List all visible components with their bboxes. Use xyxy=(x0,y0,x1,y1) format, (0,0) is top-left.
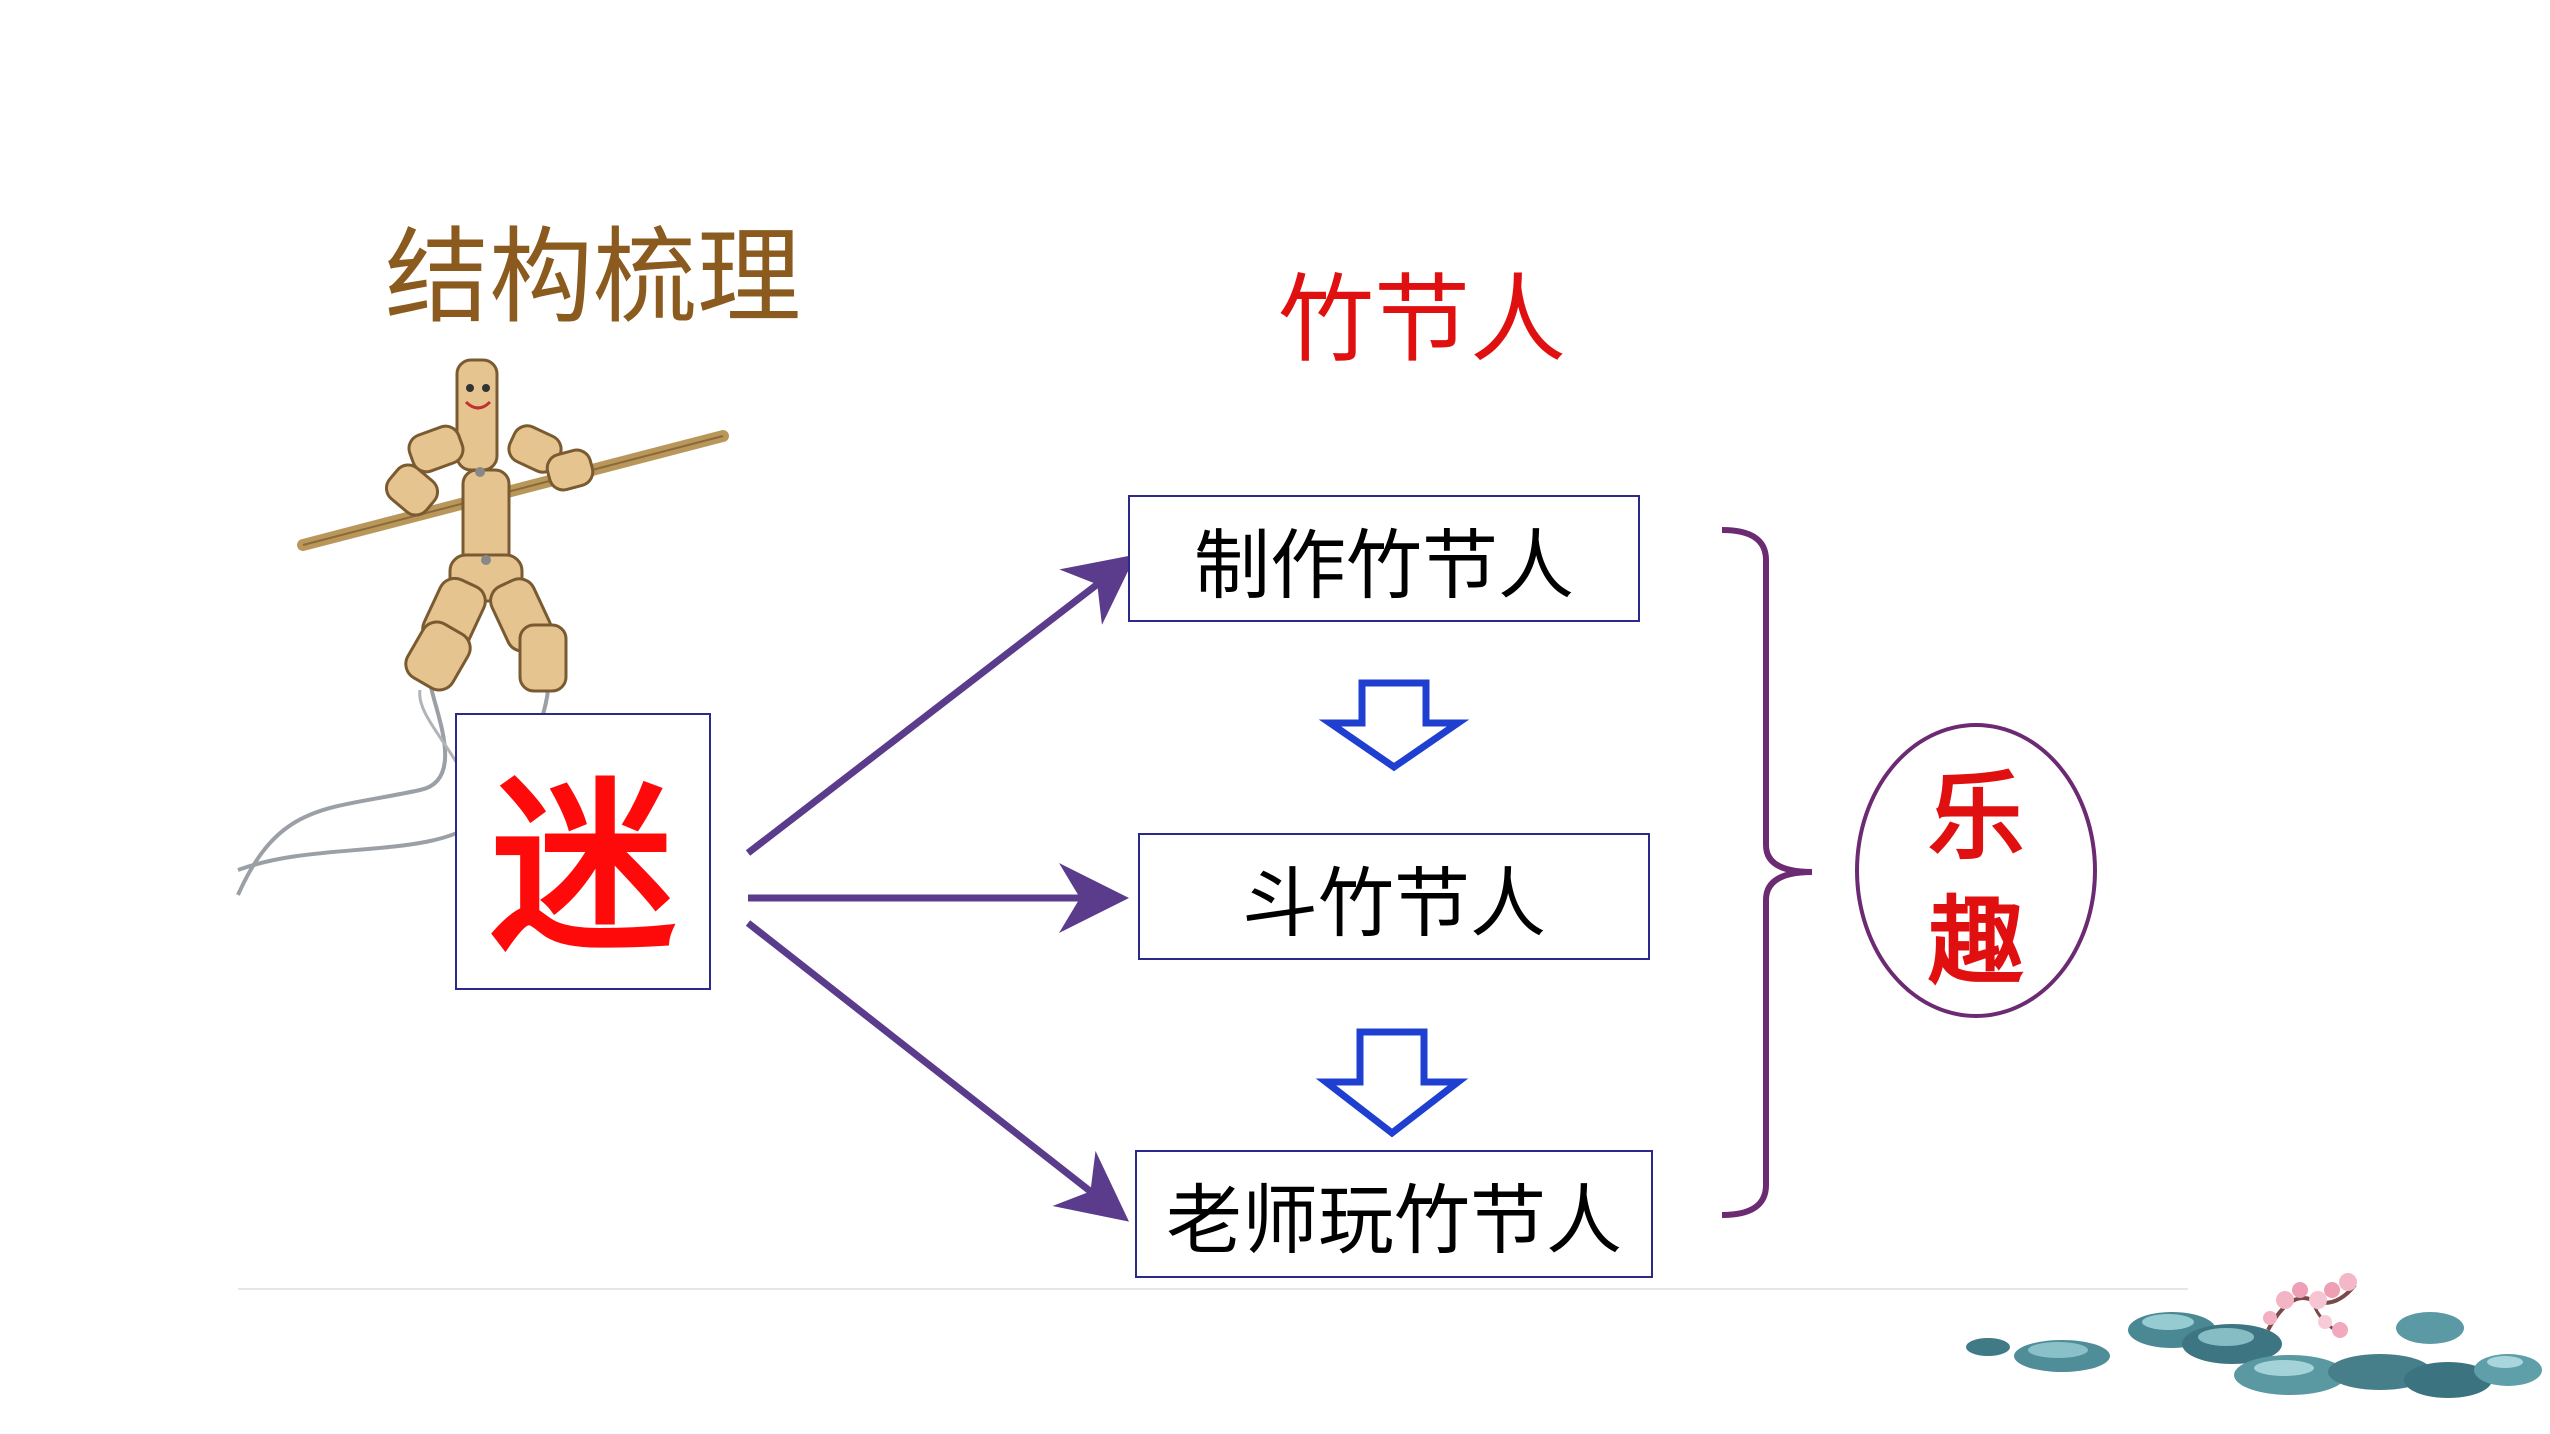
step-label: 老师玩竹节人 xyxy=(1166,1176,1622,1265)
footer-divider xyxy=(238,1288,2188,1290)
page-title: 结构梳理 xyxy=(385,216,802,338)
down-arrow-icon xyxy=(1315,1028,1469,1138)
source-box: 迷 xyxy=(455,713,711,990)
step-box-make: 制作竹节人 xyxy=(1128,495,1640,622)
topic-label: 竹节人 xyxy=(1278,264,1566,376)
down-arrow-icon xyxy=(1318,679,1470,772)
arrow-to-step-1 xyxy=(745,554,1137,856)
arrow-to-step-3 xyxy=(745,920,1130,1222)
step-box-fight: 斗竹节人 xyxy=(1138,833,1650,960)
summary-circle xyxy=(1855,723,2097,1018)
source-label: 迷 xyxy=(490,759,676,976)
summary-label: 乐趣 xyxy=(1928,761,2024,998)
step-box-teacher-play: 老师玩竹节人 xyxy=(1135,1150,1653,1278)
step-label: 斗竹节人 xyxy=(1242,858,1546,948)
summary-bracket xyxy=(1721,527,1813,1218)
step-label: 制作竹节人 xyxy=(1194,520,1574,610)
